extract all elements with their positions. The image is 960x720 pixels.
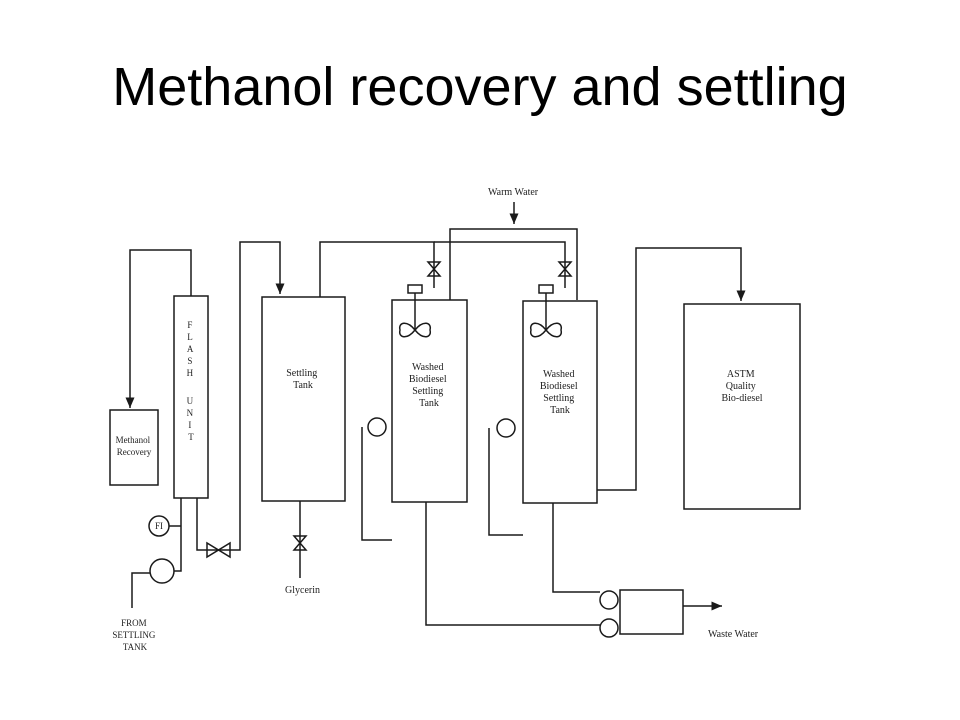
line-recirc-2 (488, 428, 523, 536)
flash-unit-label: F L A S H U N I T (187, 320, 196, 442)
settling-tank-box (261, 296, 346, 502)
glycerin-label: Glycerin (285, 585, 320, 596)
recycle-header (319, 241, 435, 297)
mixer-impeller-2 (529, 322, 563, 338)
waste-collector (619, 589, 684, 635)
feed-pump (149, 558, 175, 584)
valve-tank1-inlet (426, 261, 442, 277)
waste-pump-2 (599, 618, 619, 638)
waste-pump-1 (599, 590, 619, 610)
flow-indicator-label: FI (155, 521, 163, 531)
methanol-recovery-label: Methanol Recovery (116, 435, 153, 457)
settling-tank-label: Settling Tank (286, 368, 320, 391)
from-settling-tank-label: FROM SETTLING TANK (112, 618, 157, 652)
valve-tank2-inlet (557, 261, 573, 277)
slide-title: Methanol recovery and settling (112, 57, 848, 117)
recirc-pump-2 (496, 418, 516, 438)
methanol-recovery-box (109, 409, 159, 486)
valve-glycerin (292, 535, 308, 551)
line-recirc-1 (361, 427, 392, 541)
line-feed (131, 572, 150, 608)
line-tank1-bottom (425, 502, 600, 626)
line-flash-to-settling (196, 241, 285, 551)
recycle-header-2 (434, 241, 566, 288)
valve-flash-outlet (206, 541, 231, 559)
warm-water-label: Warm Water (488, 187, 539, 198)
line-to-astm (597, 247, 746, 491)
line-tank2-bottom (552, 503, 600, 593)
mixer-impeller-1 (398, 322, 432, 338)
line-pump-to-flash (174, 498, 182, 572)
waste-water-label: Waste Water (708, 629, 759, 640)
recirc-pump-1 (367, 417, 387, 437)
washed-tank-2-box (522, 300, 598, 504)
mixer-motor-2 (538, 284, 554, 294)
mixer-motor-1 (407, 284, 423, 294)
warm-water-header (449, 228, 578, 300)
astm-label: ASTM Quality Bio-diesel (721, 369, 762, 404)
washed-tank-1-label: Washed Biodiesel Settling Tank (409, 362, 449, 409)
line-flash-to-methanol (125, 249, 192, 408)
washed-tank-2-label: Washed Biodiesel Settling Tank (540, 369, 580, 416)
astm-tank-box (683, 303, 801, 510)
